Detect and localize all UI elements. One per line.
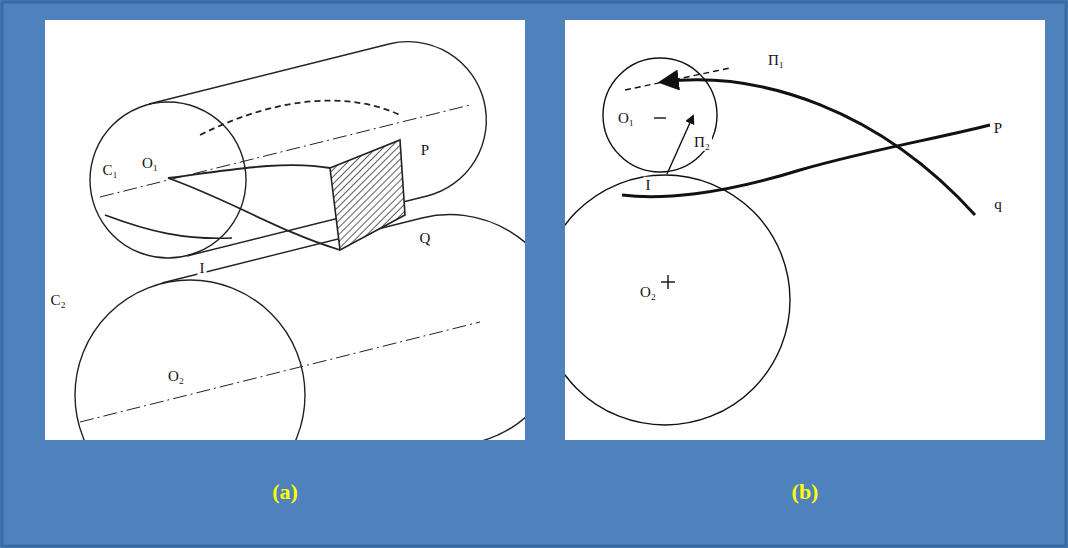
point-label: Q [418,230,433,247]
point-label: I [198,260,207,277]
point-label: q [992,196,1004,213]
point-label: P [992,120,1004,137]
plane-label: Π₁ [766,52,786,69]
panel-b [565,20,1045,440]
curve-label: C₂ [48,292,67,309]
point-label: O₁ [616,110,636,127]
panel-a [45,20,525,440]
panel-caption: (a) [270,480,300,504]
panel-caption: (b) [790,480,821,504]
curve-label: C₁ [100,162,119,179]
point-label: P [419,142,431,159]
point-label: O₂ [638,284,658,301]
cylinders-sketch [75,42,525,440]
point-label: O₂ [166,368,186,385]
point-label: I [644,177,653,194]
profiles-sketch [565,58,990,425]
point-label: O₁ [140,155,160,172]
plane-label: Π₂ [692,134,712,151]
